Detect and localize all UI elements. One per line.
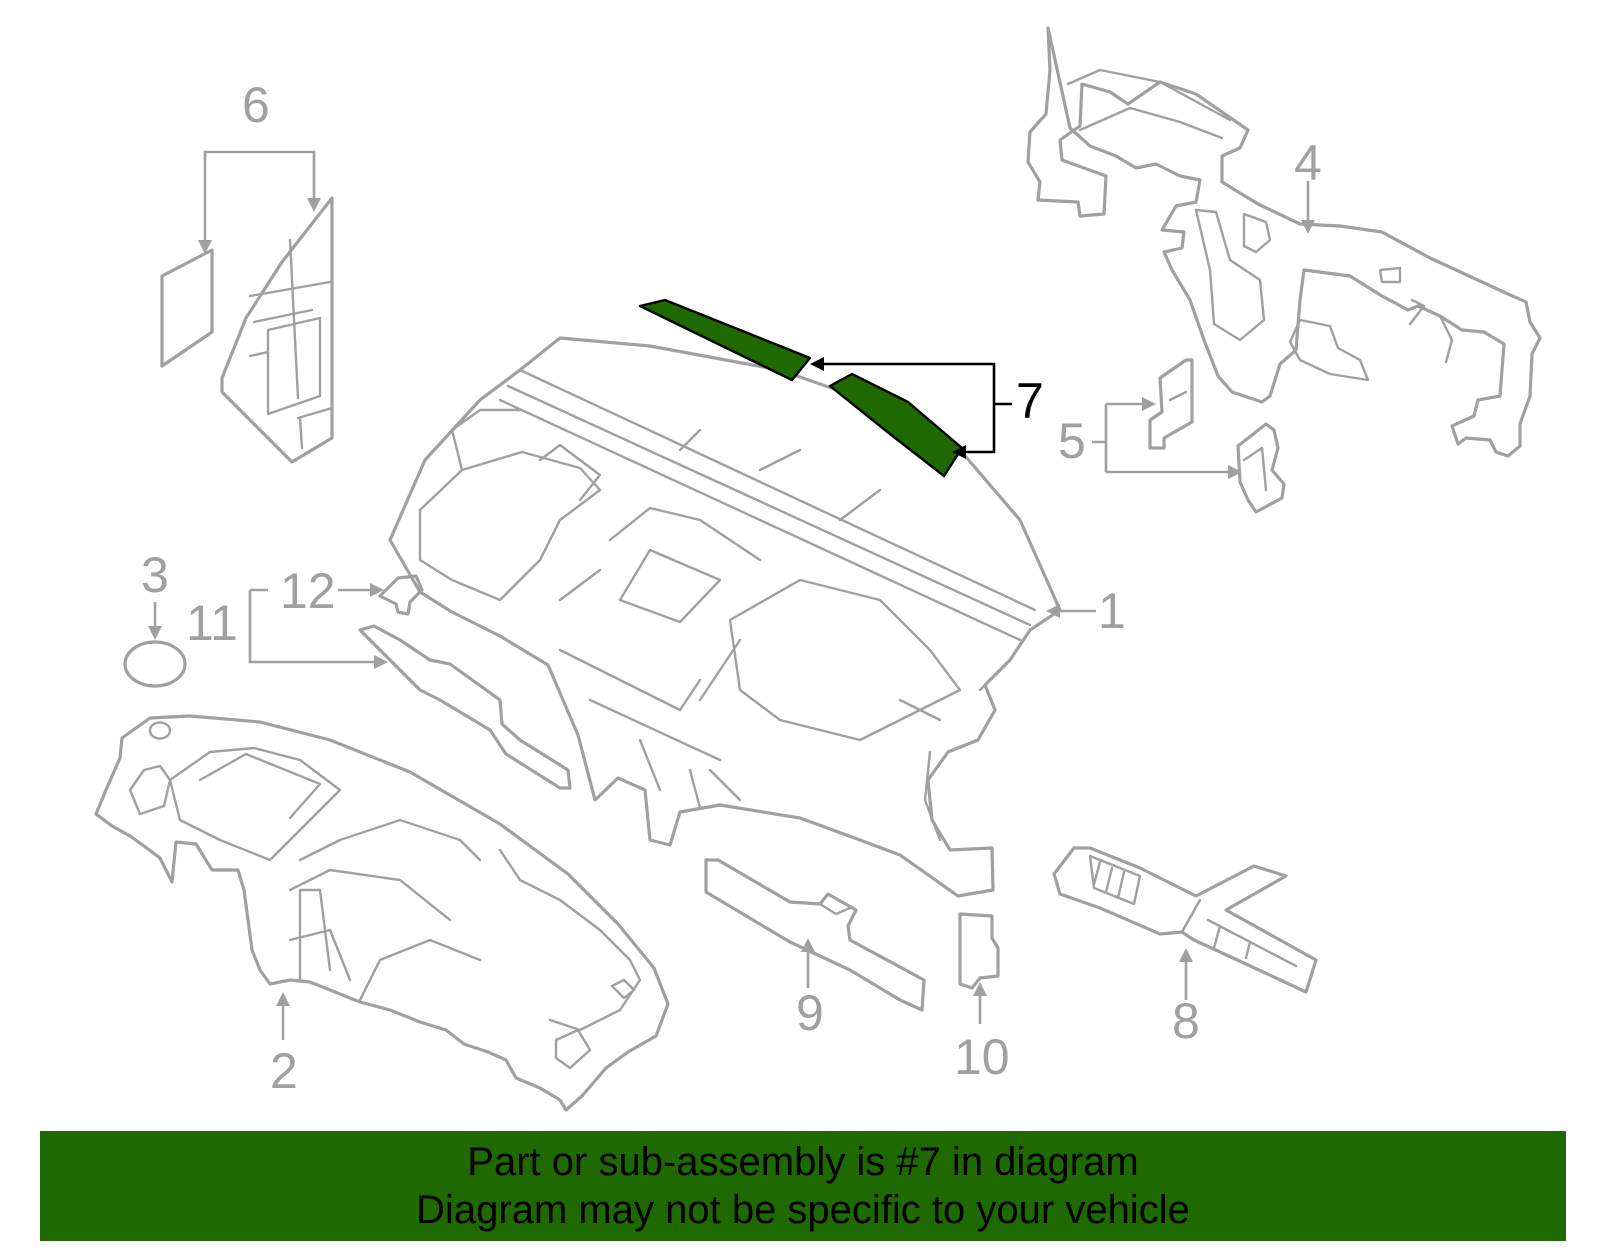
banner-line-part: Part or sub-assembly is #7 in diagram [467, 1140, 1139, 1184]
callout-2-leader [276, 992, 290, 1040]
callout-9-leader [801, 938, 815, 988]
part-11-bracket[interactable] [358, 624, 572, 790]
callout-3-label: 3 [141, 547, 169, 603]
callout-5-leader [1092, 397, 1242, 479]
callout-7-leader [810, 357, 1012, 459]
callout-11-12-leader [248, 583, 388, 669]
callout-2-label: 2 [270, 1043, 298, 1099]
callout-8-label: 8 [1172, 993, 1200, 1049]
callout-9-label: 9 [796, 985, 824, 1041]
part-10-plate[interactable] [958, 912, 1000, 990]
part-5-brackets[interactable] [1148, 358, 1286, 514]
callout-11-label: 11 [186, 595, 238, 651]
part-12-clip[interactable] [378, 574, 424, 616]
callout-6-label: 6 [242, 77, 270, 133]
callout-12-label: 12 [280, 563, 336, 619]
callout-10-label: 10 [954, 1029, 1010, 1085]
callout-3-leader [148, 602, 162, 640]
callout-6-leader [198, 150, 321, 254]
part-3-plug[interactable] [123, 640, 187, 688]
callout-10-leader [973, 982, 987, 1024]
callout-4-leader [1301, 181, 1315, 234]
part-8-knee-bracket[interactable] [1052, 846, 1318, 994]
info-banner: Part or sub-assembly is #7 in diagram Di… [40, 1131, 1566, 1241]
callout-labels: 1 2 3 4 5 6 7 8 9 10 11 12 [141, 77, 1322, 1099]
part-6-side-panels[interactable] [160, 196, 334, 464]
callout-7-label: 7 [1016, 373, 1044, 429]
callout-1-leader [1046, 604, 1096, 618]
part-1-instrument-panel[interactable] [388, 336, 1062, 898]
callout-4-label: 4 [1294, 135, 1322, 191]
part-2-dash-trim[interactable] [94, 714, 670, 1112]
part-7-pad-right[interactable] [828, 372, 964, 478]
callout-8-leader [1179, 948, 1193, 1000]
part-4-crosscar-beam[interactable] [1026, 26, 1542, 458]
callout-1-label: 1 [1098, 583, 1126, 639]
banner-line-disclaimer: Diagram may not be specific to your vehi… [416, 1188, 1190, 1232]
callout-5-label: 5 [1058, 413, 1086, 469]
part-7-pad-left[interactable] [638, 298, 812, 382]
